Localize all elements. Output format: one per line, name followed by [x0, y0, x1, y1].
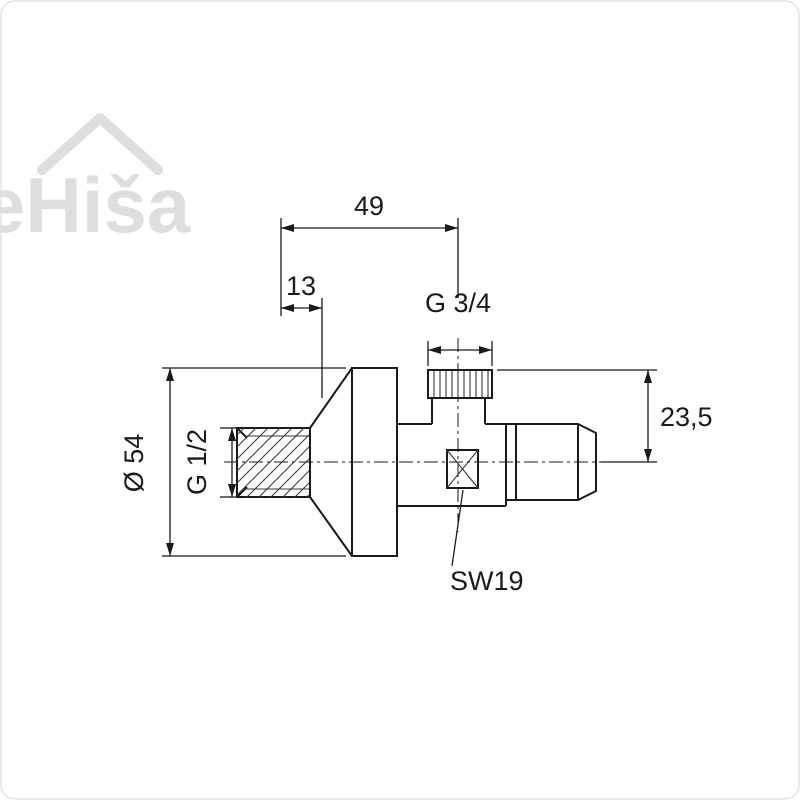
dimension-49: 49 — [280, 191, 459, 316]
watermark-text: eHiša — [0, 161, 191, 249]
hatch-line — [294, 481, 311, 498]
arrowhead-top — [228, 428, 236, 441]
hex-flat-cross — [446, 449, 479, 489]
spindle-hex-body — [446, 449, 479, 489]
valve-body — [397, 423, 507, 507]
dimension-label: Ø 54 — [119, 434, 149, 493]
arrowhead-bottom — [228, 484, 236, 497]
dimension-label: G 3/4 — [425, 288, 491, 318]
arrowhead-bottom — [644, 449, 652, 462]
hatch-line — [236, 427, 293, 484]
dimension-label: SW19 — [450, 566, 524, 596]
top-thread-crests — [433, 371, 489, 397]
hatch-line — [246, 433, 311, 498]
rosette-disc — [351, 367, 398, 557]
inlet-thread-hatch — [236, 427, 311, 498]
hatch-line — [236, 427, 269, 460]
arrowhead-left — [281, 224, 294, 232]
top-outlet-neck — [428, 397, 492, 424]
dimension-g12: G 1/2 — [182, 427, 236, 498]
valve-outline — [236, 367, 597, 557]
hatch-line — [236, 427, 257, 448]
arrowhead-right — [445, 224, 458, 232]
arrowhead-left — [281, 304, 294, 312]
watermark: eHiša — [0, 113, 191, 249]
hatch-line — [236, 427, 245, 436]
dimension-d54: Ø 54 — [119, 367, 346, 557]
spindle-hex — [446, 449, 479, 489]
dimension-label: G 1/2 — [182, 429, 212, 495]
hatch-line — [236, 427, 305, 496]
arrowhead-right — [479, 346, 492, 354]
arrowhead-left — [428, 346, 441, 354]
dimension-label: 23,5 — [660, 402, 713, 432]
hatch-line — [258, 445, 311, 498]
label-sw19: SW19 — [450, 489, 524, 596]
hatch-line — [236, 427, 281, 472]
arrowhead-right — [309, 304, 322, 312]
dimension-g34: G 3/4 — [425, 288, 493, 366]
top-outlet-thread — [427, 369, 493, 399]
arrowhead-bottom — [166, 543, 174, 556]
dimension-13: 13 — [281, 271, 323, 398]
watermark-house-roof-icon — [37, 113, 163, 175]
dimension-label: 13 — [286, 271, 316, 301]
dimension-label: 49 — [354, 191, 384, 221]
leader-line — [451, 489, 464, 567]
dimension-235: 23,5 — [497, 369, 713, 463]
arrowhead-top — [644, 370, 652, 383]
rosette-cone — [309, 367, 353, 557]
arrowhead-top — [166, 368, 174, 381]
hatch-line — [282, 469, 311, 498]
hatch-line — [270, 457, 311, 498]
centerlines — [224, 338, 612, 532]
